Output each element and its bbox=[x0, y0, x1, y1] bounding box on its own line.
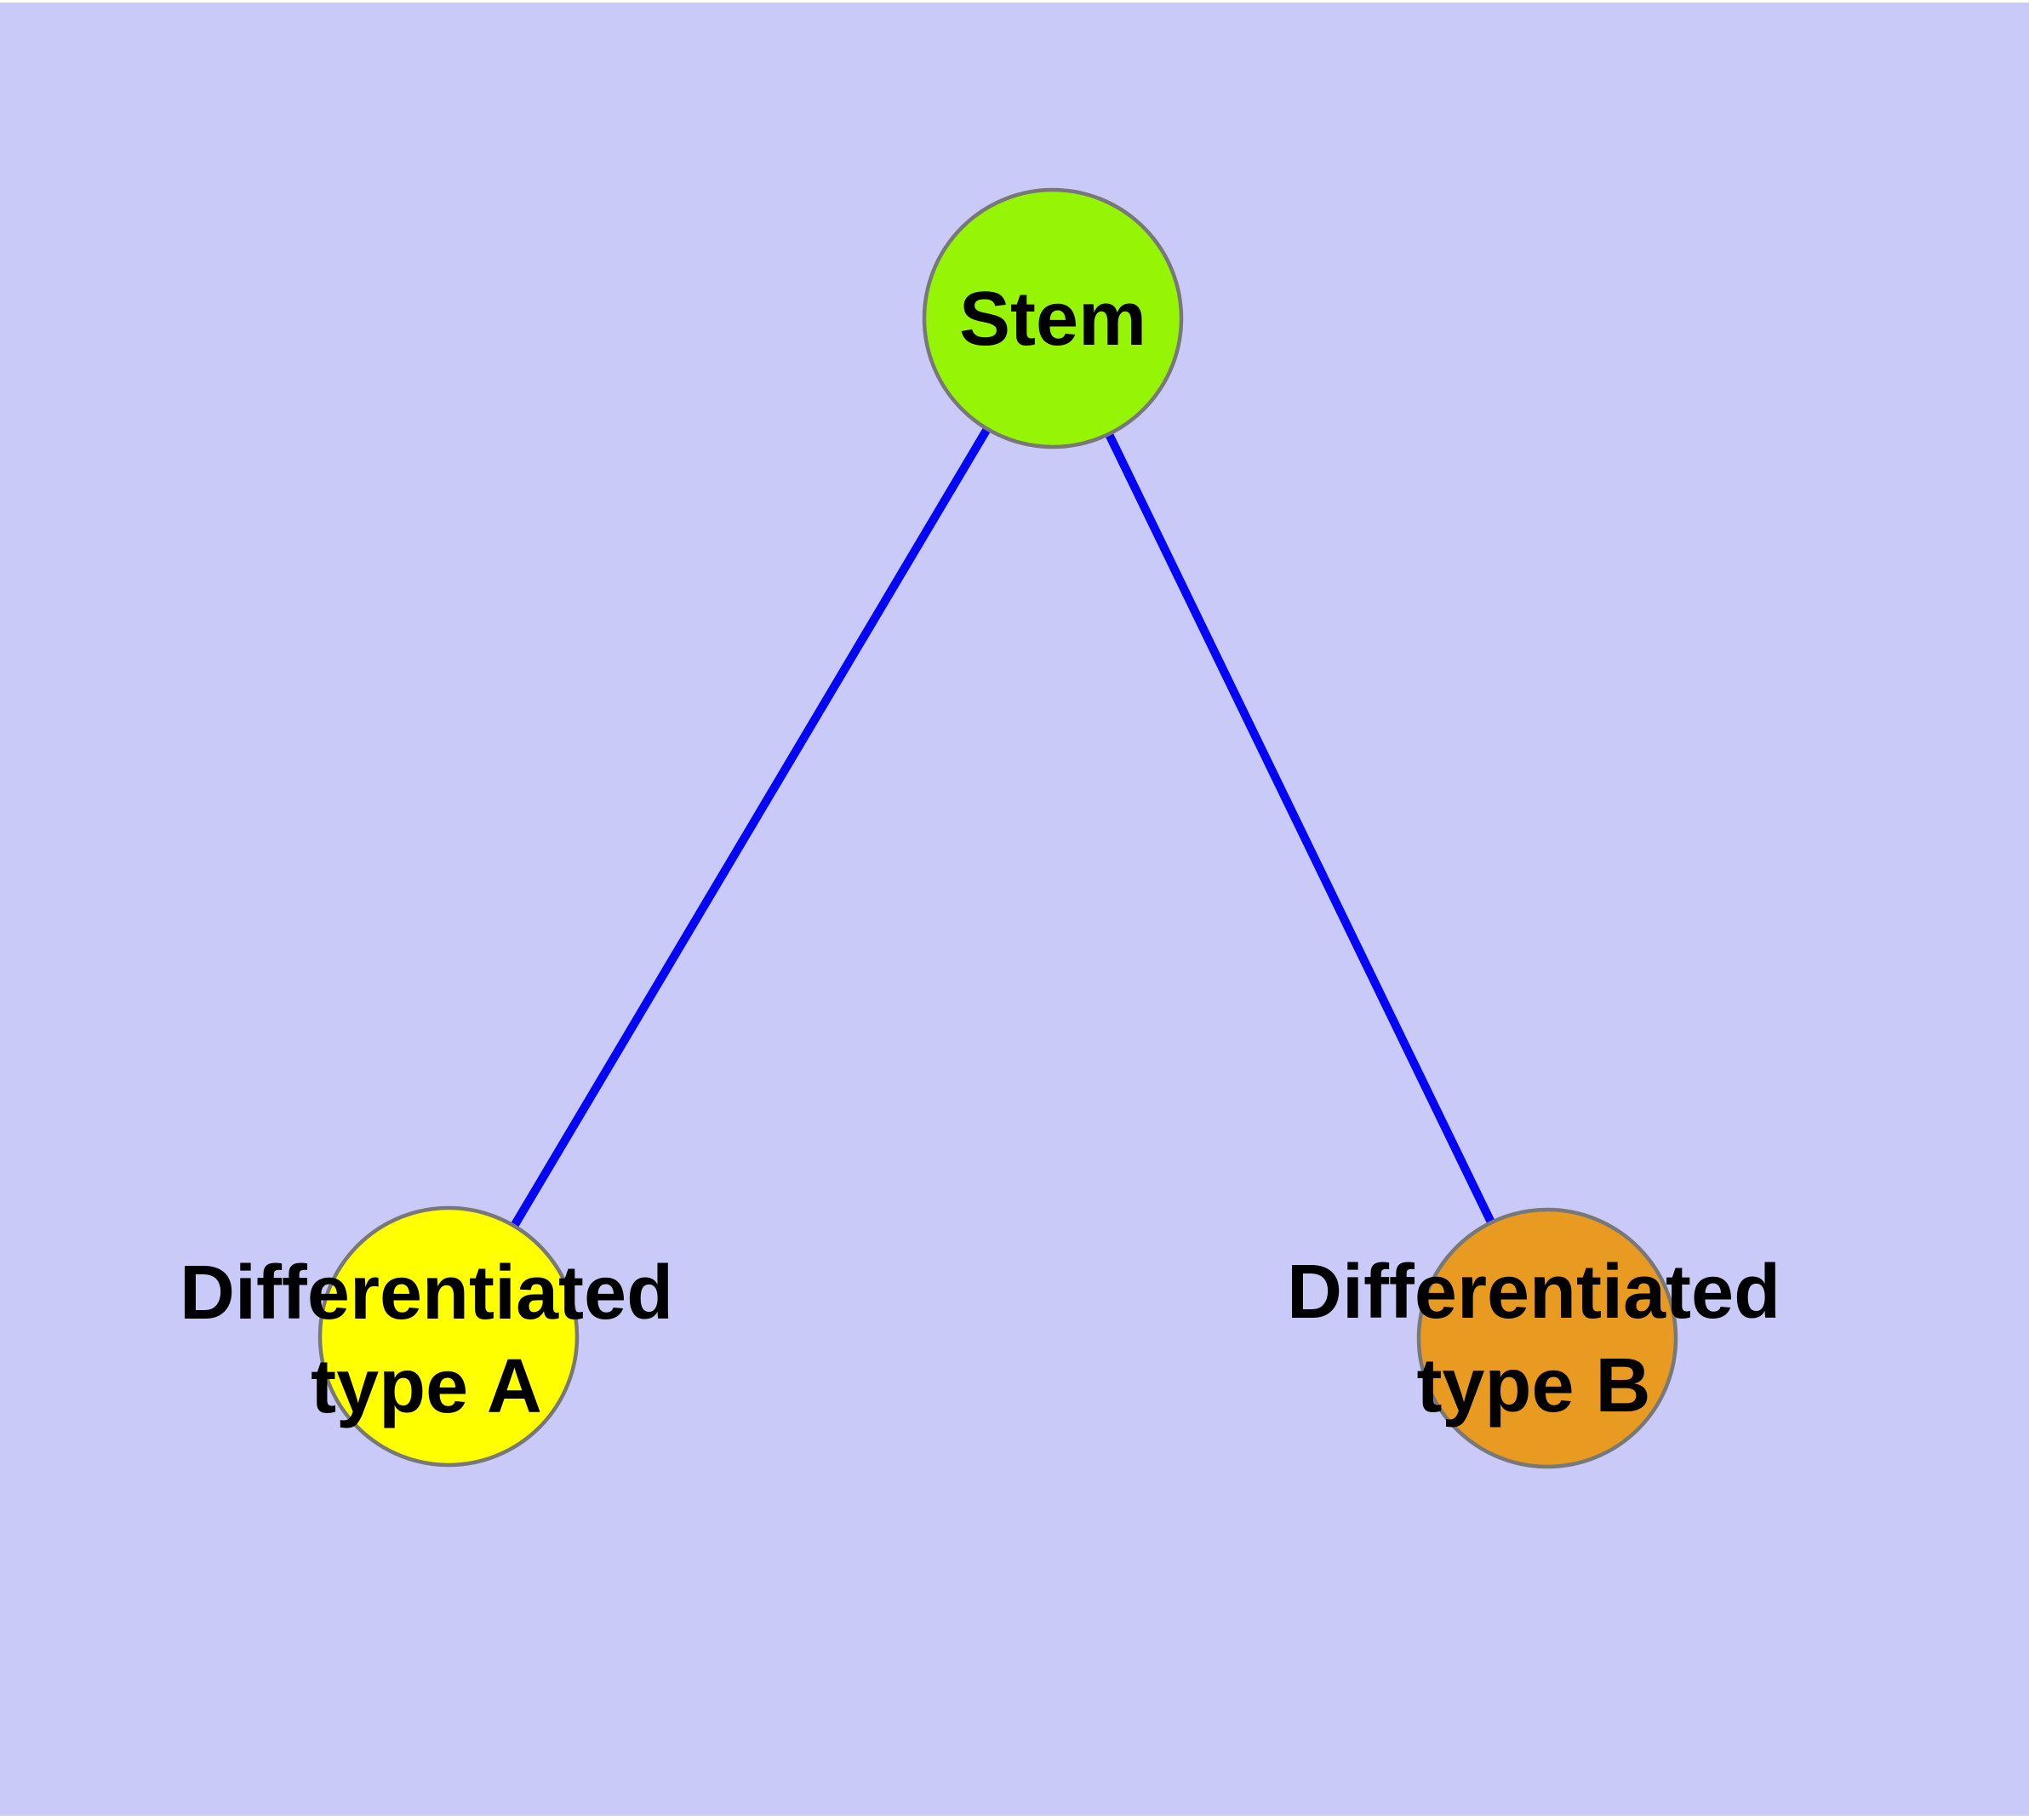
node-label-differentiated-type-a: Differentiated type A bbox=[179, 1251, 674, 1429]
edge-stem-type-b bbox=[1049, 316, 1552, 1341]
node-circle-stem bbox=[922, 187, 1184, 449]
node-circle-type-b bbox=[1416, 1207, 1678, 1469]
graph-canvas bbox=[317, 187, 1678, 1469]
node-label-stem: Stem bbox=[958, 277, 1147, 363]
node-label-differentiated-type-b: Differentiated type B bbox=[1286, 1250, 1781, 1428]
edge-stem-type-a bbox=[444, 316, 1057, 1339]
diagram-background: Stem Differentiated type A Differentiate… bbox=[0, 3, 2029, 1816]
node-circle-type-a bbox=[317, 1205, 580, 1468]
